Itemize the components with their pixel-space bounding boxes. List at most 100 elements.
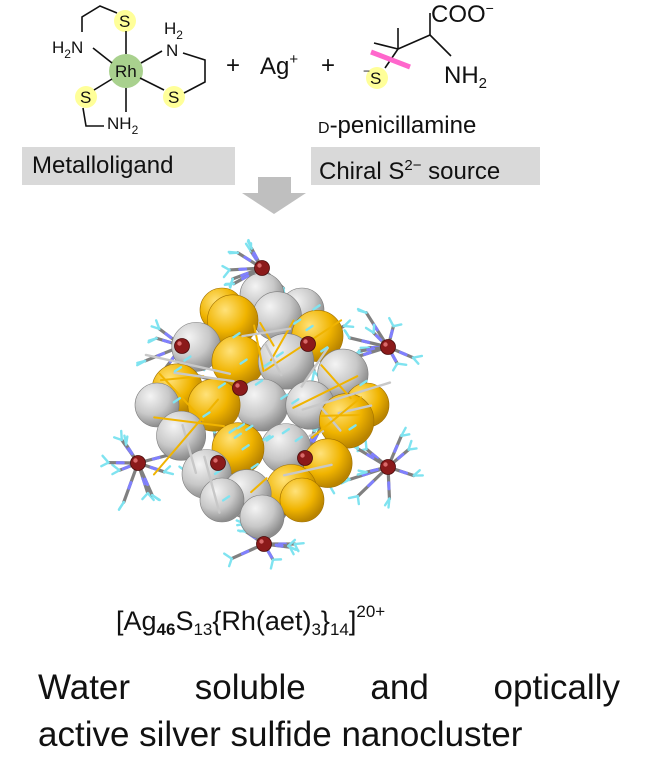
rhodium-atom bbox=[380, 459, 396, 475]
nitrogen-bond bbox=[274, 543, 284, 548]
hydrogen-bond bbox=[287, 538, 297, 548]
penicillamine-structure: −S COO− NH2 bbox=[363, 0, 494, 92]
hydrogen-bond bbox=[391, 362, 399, 372]
rhodium-atom-highlight bbox=[383, 462, 388, 467]
plus-sign-2: + bbox=[321, 52, 335, 79]
nitrogen-bond bbox=[399, 469, 409, 475]
silver-atom-sphere bbox=[239, 494, 285, 540]
penicillamine-text: -penicillamine bbox=[329, 112, 477, 139]
nitrogen-bond bbox=[361, 471, 371, 477]
hydrogen-bond bbox=[228, 427, 237, 434]
hydrogen-bond bbox=[372, 323, 376, 334]
hydrogen-bond bbox=[412, 469, 421, 477]
nitrogen-bond bbox=[367, 480, 375, 488]
rhodium-atom bbox=[210, 455, 226, 471]
nitrogen-bond bbox=[162, 338, 171, 344]
amine-left-label: H2N bbox=[52, 38, 83, 61]
hydrogen-bond bbox=[262, 434, 271, 442]
sulfur-bond-wire bbox=[152, 398, 220, 476]
silver-ion: Ag+ bbox=[260, 51, 298, 80]
nitrogen-bond bbox=[393, 444, 399, 453]
hydrogen-bond bbox=[227, 557, 233, 568]
hydrogen-bond bbox=[254, 379, 264, 386]
hydrogen-bond bbox=[101, 454, 110, 464]
metalloligand-label: Metalloligand bbox=[22, 147, 235, 185]
sulfur-bond-wire bbox=[259, 321, 275, 347]
amine-right-n-label: N bbox=[166, 41, 178, 60]
sulfur-atom-sphere bbox=[279, 477, 325, 523]
sulfur-bond-wire bbox=[250, 477, 268, 494]
rhodium-atom-highlight bbox=[303, 339, 308, 344]
hydrogen-bond bbox=[150, 493, 160, 502]
bond-cleavage-mark bbox=[370, 49, 411, 70]
nitrogen-bond bbox=[389, 329, 394, 339]
down-arrow-icon bbox=[242, 177, 306, 214]
rhodium-atom bbox=[300, 336, 316, 352]
nitrogen-bond bbox=[149, 465, 159, 471]
silver-atom-sphere bbox=[156, 410, 207, 461]
hydrogen-bond bbox=[320, 346, 329, 353]
rhodium-atom bbox=[174, 338, 190, 354]
hydrogen-bond bbox=[411, 356, 420, 365]
hydrogen-bond bbox=[263, 361, 272, 368]
hydrogen-bond bbox=[344, 329, 351, 340]
nitrogen-bond bbox=[266, 550, 273, 559]
sulfur-bond-wire bbox=[320, 364, 352, 400]
hydrogen-bond bbox=[136, 359, 147, 365]
hydrogen-bond bbox=[183, 355, 192, 362]
sulfur-label-right: S bbox=[168, 88, 179, 107]
hydrogen-bond bbox=[312, 304, 321, 311]
amine-right-h2-label: H2 bbox=[164, 19, 183, 42]
hydrogen-bond bbox=[232, 332, 241, 339]
hydrogen-bond bbox=[221, 495, 231, 502]
hydrogen-bond bbox=[100, 461, 110, 468]
nitrogen-bond bbox=[366, 347, 376, 352]
nitrogen-bond bbox=[252, 251, 259, 260]
carboxylate-label: COO− bbox=[431, 0, 494, 28]
silver-bond-wire bbox=[264, 343, 283, 377]
rhodium-atom-highlight bbox=[300, 453, 305, 458]
hydrogen-bond bbox=[356, 494, 361, 506]
plus-sign-1: + bbox=[226, 52, 240, 79]
silver-bond-wire bbox=[181, 423, 198, 475]
nitrogen-bond bbox=[371, 452, 379, 460]
sulfur-bond-wire bbox=[269, 319, 295, 362]
chiral-source-label: Chiral S2− source bbox=[311, 147, 540, 185]
metalloligand-structure: S S S Rh H2N H2 N NH2 bbox=[52, 5, 206, 137]
rhodium-atom bbox=[297, 450, 313, 466]
hydrogen-bond bbox=[236, 422, 246, 430]
hydrogen-bond bbox=[241, 444, 250, 451]
hydrogen-bond bbox=[222, 268, 231, 279]
hydrogen-bond bbox=[411, 354, 424, 359]
nitrogen-bond bbox=[240, 271, 249, 278]
hydrogen-bond bbox=[347, 494, 359, 500]
nitrogen-bond bbox=[151, 456, 161, 461]
rhodium-atom bbox=[256, 536, 272, 552]
hydrogen-bond bbox=[357, 469, 368, 474]
hydrogen-bond bbox=[118, 500, 126, 511]
rhodium-atom-highlight bbox=[235, 383, 240, 388]
hydrogen-bond bbox=[265, 435, 274, 442]
silver-bond-wire bbox=[203, 455, 221, 514]
hydrogen-bond bbox=[305, 324, 314, 332]
amine-bottom-label: NH2 bbox=[107, 114, 139, 137]
nitrogen-bond bbox=[164, 332, 173, 339]
nitrogen-bond bbox=[363, 351, 372, 356]
nitrogen-bond bbox=[366, 453, 375, 460]
hydrogen-bond bbox=[146, 491, 155, 502]
hydrogen-bond bbox=[111, 469, 121, 476]
cluster-formula: [Ag46S13{Rh(aet)3}14]20+ bbox=[116, 602, 386, 639]
nitrogen-bond bbox=[312, 434, 318, 443]
hydrogen-bond bbox=[217, 382, 227, 389]
rhodium-atom bbox=[380, 339, 396, 355]
hydrogen-bond bbox=[150, 325, 161, 331]
sulfur-bond-wire bbox=[153, 416, 225, 428]
hydrogen-bond bbox=[246, 240, 253, 250]
nitrogen-bond bbox=[240, 549, 250, 556]
silver-atom-sphere bbox=[199, 477, 245, 523]
sulfur-highlight-right bbox=[163, 86, 185, 108]
rhodium-atom-highlight bbox=[177, 341, 182, 346]
hydrogen-bond bbox=[120, 429, 123, 442]
nitrogen-bond bbox=[127, 447, 134, 456]
